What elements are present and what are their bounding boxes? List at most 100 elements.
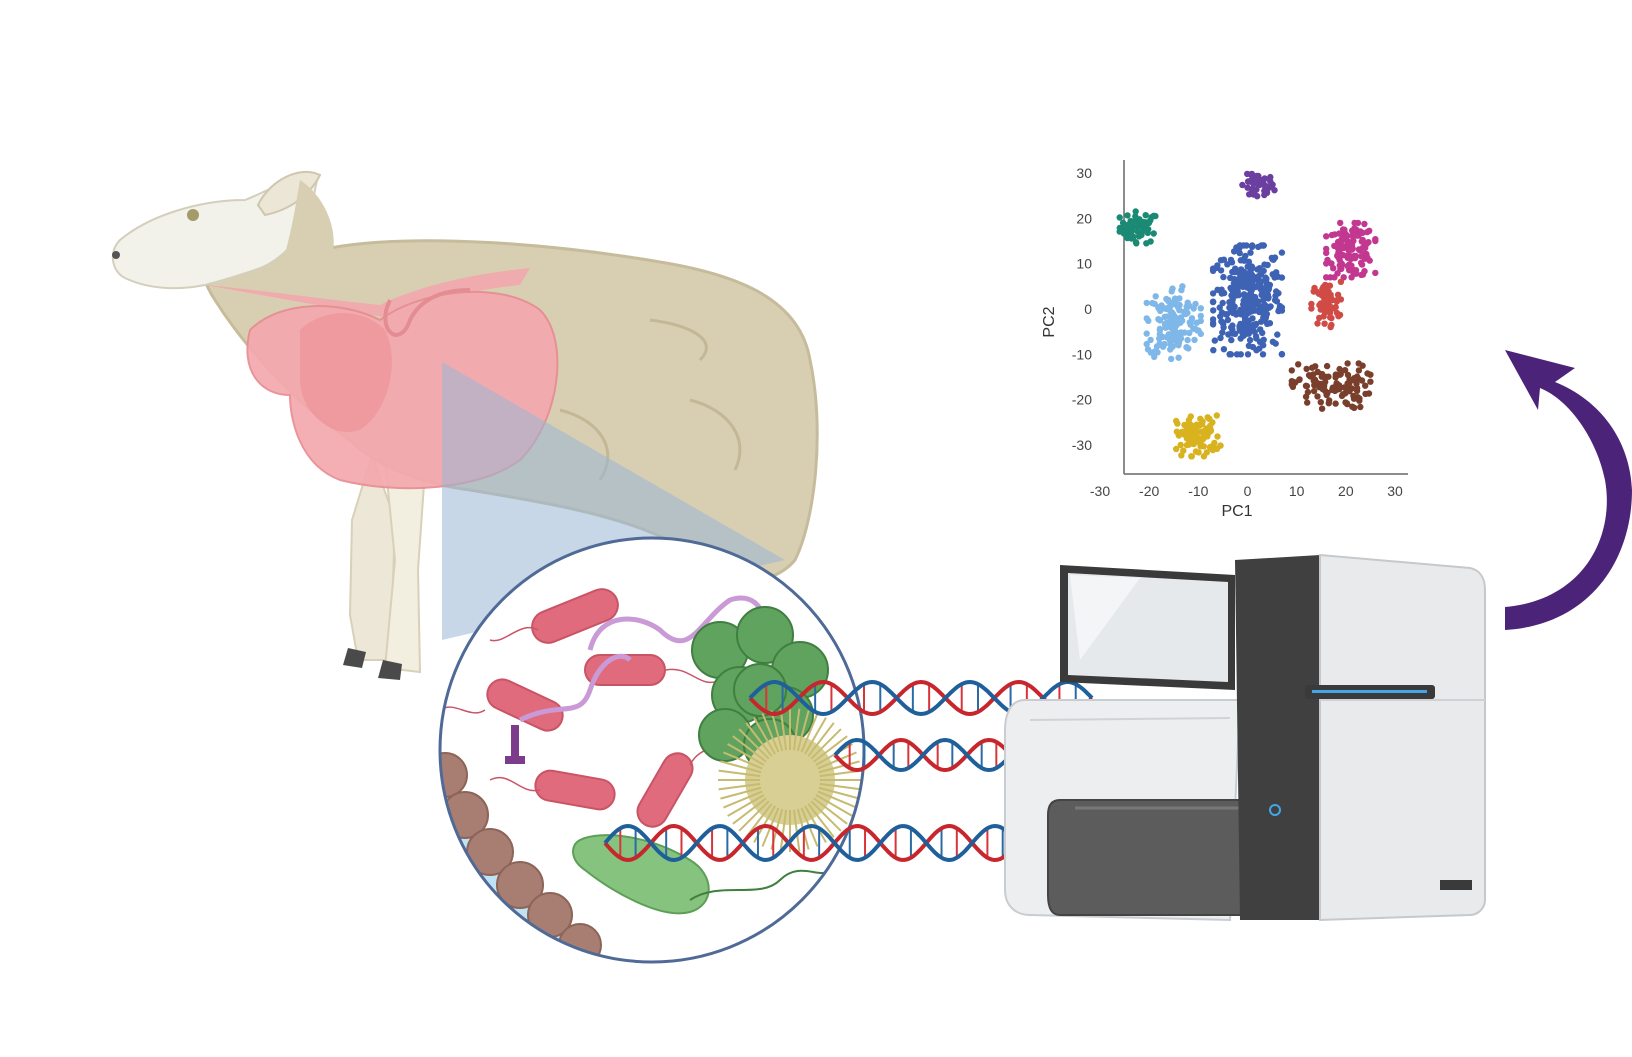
spore-spike (753, 717, 776, 755)
scatter-point (1295, 361, 1302, 368)
scatter-point (1220, 346, 1228, 353)
scatter-point (1173, 336, 1180, 343)
spore-spike (815, 743, 853, 766)
scatter-point (1161, 320, 1169, 328)
scatter-point (1163, 313, 1171, 320)
scatter-point (1337, 278, 1345, 285)
scatter-point (1358, 271, 1365, 279)
scatter-point (1274, 331, 1281, 338)
scatter-point (1355, 375, 1362, 382)
spore-spike (810, 800, 842, 832)
scatter-point (1336, 311, 1344, 319)
sequencer-power-button (1269, 804, 1281, 816)
scatter-point (1246, 336, 1254, 344)
scatter-point (1169, 285, 1176, 292)
scatter-point (1352, 226, 1360, 233)
scatter-point (1336, 365, 1343, 373)
scatter-point (1211, 337, 1219, 344)
scatter-point (1127, 217, 1134, 225)
sheep-eye (187, 209, 199, 221)
scatter-point (1217, 442, 1224, 449)
scatter-point (1176, 307, 1183, 314)
scatter-point (1354, 219, 1362, 227)
scatter-point (1351, 252, 1358, 260)
scatter-point (1265, 284, 1273, 292)
scatter-point (1364, 254, 1371, 261)
scatter-point (1339, 244, 1347, 252)
scatter-point (1214, 262, 1221, 269)
scatter-point (1246, 275, 1253, 282)
scatter-point (1276, 305, 1283, 313)
scatter-point (1236, 268, 1244, 276)
scatter-point (1323, 362, 1331, 370)
spore-spike (727, 794, 765, 817)
x-tick-label: -10 (1188, 483, 1208, 499)
scatter-point (1288, 367, 1296, 374)
spore-spike (792, 809, 801, 852)
spore-spike (807, 722, 835, 757)
scatter-point (1152, 293, 1159, 300)
sheep-ear (256, 170, 322, 217)
dna-backbone (748, 679, 1094, 717)
spore-spike (810, 728, 842, 760)
scatter-point (1209, 321, 1217, 328)
y-tick-label: 30 (1076, 165, 1092, 181)
scatter-point (1189, 431, 1196, 438)
scatter-point (1156, 340, 1163, 347)
scatter-point (1236, 242, 1244, 249)
spore-spike (727, 743, 765, 766)
scatter-point (1248, 266, 1255, 273)
scatter-point (1197, 317, 1205, 325)
scatter-point (1340, 252, 1347, 259)
scatter-point (1344, 400, 1351, 408)
scatter-point (1358, 253, 1365, 260)
scatter-point (1200, 443, 1208, 450)
scatter-point (1242, 327, 1250, 334)
scatter-point (1263, 291, 1271, 298)
scatter-point (1256, 265, 1263, 272)
scatter-point (1339, 234, 1347, 241)
spore-spike (819, 782, 862, 791)
scatter-point (1260, 242, 1268, 249)
scatter-point (1253, 172, 1260, 180)
scatter-point (1337, 262, 1344, 269)
scatter-point (1204, 433, 1211, 440)
scatter-point (1219, 329, 1226, 336)
scatter-point (1319, 385, 1326, 393)
x-axis-title: PC1 (1221, 503, 1252, 520)
scatter-point (1230, 248, 1238, 255)
scatter-point (1271, 187, 1278, 194)
scatter-point (1254, 276, 1262, 284)
scatter-point (1260, 336, 1267, 343)
scatter-point (1155, 304, 1162, 312)
x-tick-label: -20 (1139, 483, 1159, 499)
scatter-point (1188, 453, 1195, 460)
scatter-point (1229, 330, 1236, 337)
scatter-point (1316, 301, 1323, 309)
scatter-point (1143, 330, 1150, 337)
scatter-point (1323, 233, 1330, 240)
scatter-point (1217, 313, 1224, 320)
scatter-point (1304, 399, 1311, 406)
scatter-point (1247, 249, 1254, 256)
scatter-point (1209, 316, 1217, 323)
scatter-point (1244, 170, 1251, 178)
scatter-point (1322, 373, 1330, 381)
scatter-point (1220, 256, 1228, 263)
sequencer-slot (1440, 880, 1472, 890)
scatter-point (1341, 226, 1348, 233)
scatter-point (1249, 293, 1257, 301)
scatter-point (1356, 246, 1364, 253)
scatter-point (1330, 265, 1337, 272)
spore-spike (779, 809, 788, 852)
spore-spike (745, 722, 773, 757)
scatter-point (1174, 420, 1181, 427)
scatter-point (1171, 295, 1179, 302)
spore-spike (804, 717, 827, 755)
scatter-point (1251, 190, 1258, 197)
scatter-point (1167, 341, 1174, 348)
spore-spike (813, 735, 848, 763)
scatter-point (1183, 344, 1191, 351)
